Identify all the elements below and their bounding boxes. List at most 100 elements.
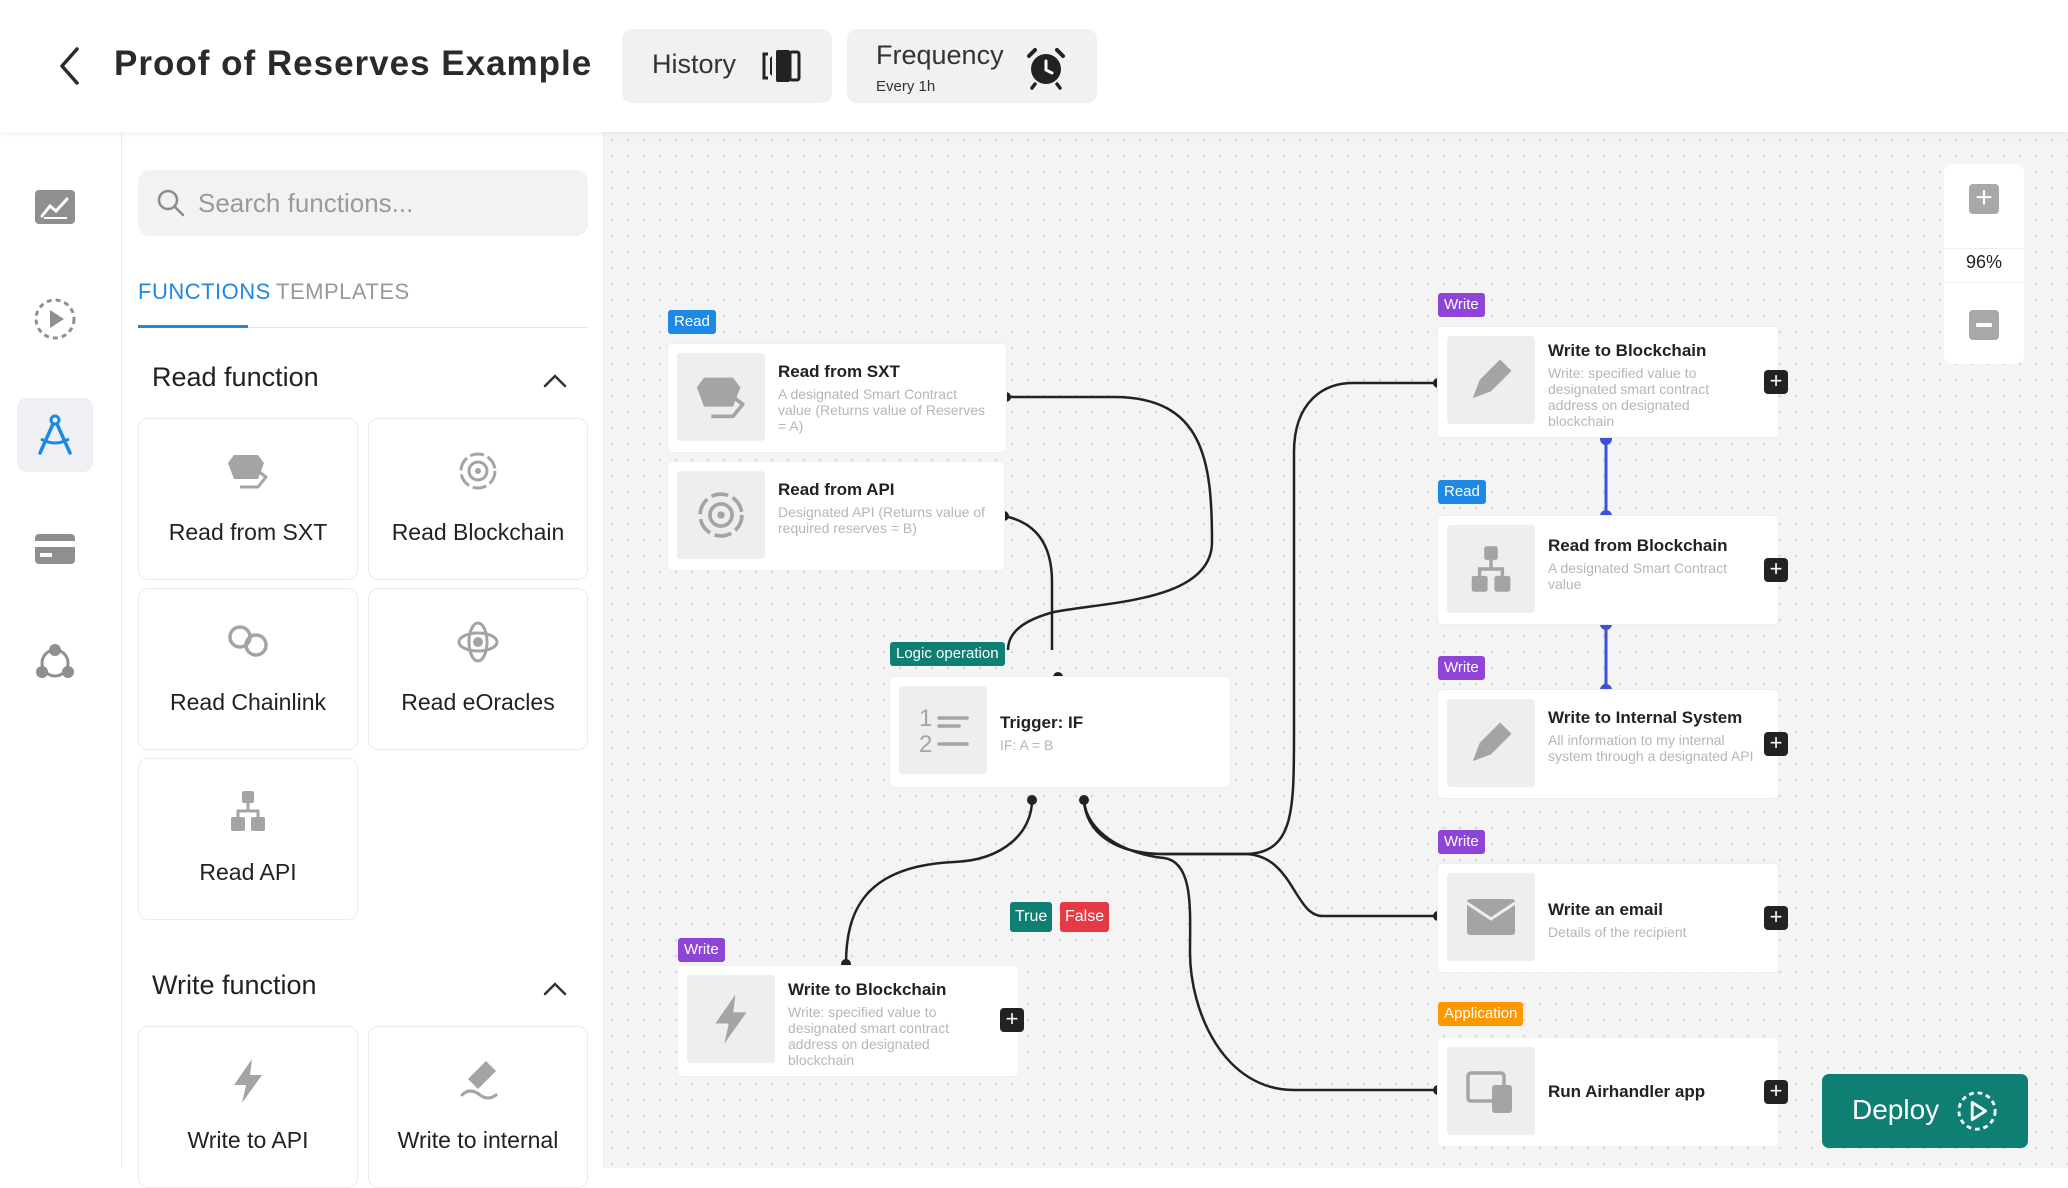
compass-icon <box>38 414 72 455</box>
node-description: Write: specified value to designated sma… <box>1548 365 1710 429</box>
card-icon <box>35 534 75 564</box>
tag-read: Read <box>668 310 716 334</box>
zoom-level: 96% <box>1965 252 2003 272</box>
section-title-write: Write function <box>152 970 317 1000</box>
node-write-internal-system[interactable]: Write to Internal System All information… <box>1438 690 1778 798</box>
false-branch-tag[interactable]: False <box>1060 902 1110 932</box>
sxt-icon <box>696 377 745 419</box>
node-title: Write to Blockchain <box>1548 341 1707 360</box>
search-input[interactable] <box>198 170 578 236</box>
function-card-read-eoracles[interactable]: Read eOracles <box>368 588 588 750</box>
frequency-button[interactable]: Frequency Every 1h <box>847 29 1097 103</box>
page-title: Proof of Reserves Example <box>114 44 593 83</box>
zoom-in-button[interactable]: + <box>1969 183 1999 214</box>
tab-functions[interactable]: FUNCTIONS <box>138 272 270 328</box>
node-title: Trigger: IF <box>1000 713 1084 732</box>
deploy-button[interactable]: Deploy <box>1822 1074 2028 1148</box>
node-read-api[interactable]: Read from API Designated API (Returns va… <box>668 462 1004 570</box>
add-node-button[interactable]: + <box>1764 558 1788 582</box>
add-node-button[interactable]: + <box>1764 732 1788 756</box>
chevron-up-icon[interactable] <box>542 368 568 394</box>
top-header: Proof of Reserves Example History Freque… <box>0 0 2068 132</box>
rail-item-network[interactable] <box>17 626 93 700</box>
function-card-read-blockchain[interactable]: Read Blockchain <box>368 418 588 580</box>
svg-text:1: 1 <box>919 705 932 732</box>
chevron-left-icon <box>60 47 79 85</box>
wire-true-to-write <box>844 799 1034 965</box>
node-description: Write: specified value to designated sma… <box>788 1004 950 1068</box>
chain-link-icon <box>228 625 268 657</box>
frequency-value: Every 1h <box>876 78 936 95</box>
envelope-icon <box>1466 899 1516 935</box>
rail-item-builder[interactable] <box>17 398 93 472</box>
workflow-canvas[interactable]: Read Read from SXT A designated Smart Co… <box>604 132 2068 1168</box>
play-circle-icon <box>1957 1091 1997 1131</box>
deploy-label: Deploy <box>1852 1094 1940 1125</box>
function-card-read-sxt[interactable]: Read from SXT <box>138 418 358 580</box>
tag-write: Write <box>1438 656 1485 680</box>
left-rail <box>0 132 122 1168</box>
node-title: Read from SXT <box>778 362 900 381</box>
node-description: IF: A = B <box>1000 737 1054 753</box>
node-read-sxt[interactable]: Read from SXT A designated Smart Contrac… <box>668 344 1006 452</box>
node-run-airhandler-app[interactable]: Run Airhandler app <box>1438 1038 1778 1146</box>
tag-logic-operation: Logic operation <box>890 642 1005 666</box>
chart-icon <box>35 190 75 224</box>
add-node-button[interactable]: + <box>1764 1080 1788 1104</box>
sxt-icon <box>228 455 268 489</box>
history-label: History <box>652 49 737 79</box>
function-card-label: Read eOracles <box>401 689 555 715</box>
node-title: Run Airhandler app <box>1548 1082 1706 1101</box>
function-card-read-chainlink[interactable]: Read Chainlink <box>138 588 358 750</box>
node-title: Read from API <box>778 480 895 499</box>
node-description: A designated Smart Contract value <box>1548 560 1727 592</box>
node-read-blockchain[interactable]: Read from Blockchain A designated Smart … <box>1438 516 1778 624</box>
tag-write: Write <box>678 938 725 962</box>
tab-templates[interactable]: TEMPLATES <box>276 279 410 304</box>
wire-api-to-trigger <box>1003 514 1054 650</box>
node-write-email[interactable]: Write an email Details of the recipient <box>1438 864 1778 972</box>
rail-item-dashboard[interactable] <box>17 170 93 244</box>
function-card-write-internal[interactable]: Write to internal <box>368 1026 588 1188</box>
node-title: Write an email <box>1548 900 1663 919</box>
function-card-read-api[interactable]: Read API <box>138 758 358 920</box>
tag-write: Write <box>1438 293 1485 317</box>
node-description: Details of the recipient <box>1548 924 1687 940</box>
tag-application: Application <box>1438 1002 1524 1026</box>
function-card-label: Read API <box>199 859 297 885</box>
back-button[interactable] <box>50 44 90 88</box>
tag-write: Write <box>1438 830 1485 854</box>
function-sidebar: FUNCTIONS TEMPLATES Read function Read f… <box>122 132 604 1188</box>
node-title: Write to Internal System <box>1548 708 1743 727</box>
function-card-label: Read Chainlink <box>170 689 326 715</box>
search-box[interactable] <box>138 170 588 236</box>
true-branch-tag[interactable]: True <box>1010 902 1053 932</box>
add-node-button[interactable]: + <box>1764 370 1788 394</box>
node-write-blockchain-left[interactable]: Write to Blockchain Write: specified val… <box>678 966 1018 1076</box>
hierarchy-icon <box>1471 546 1511 592</box>
rail-item-billing[interactable] <box>17 512 93 586</box>
function-card-label: Read Blockchain <box>391 519 565 545</box>
add-node-button[interactable]: + <box>1764 906 1788 930</box>
wire-false-to-email <box>1082 799 1438 918</box>
add-node-button[interactable]: + <box>1000 1008 1024 1032</box>
numbered-list-icon: 12 <box>919 705 969 758</box>
rail-item-runs[interactable] <box>17 282 93 356</box>
svg-text:2: 2 <box>919 731 932 758</box>
wire-sxt-to-trigger <box>1005 395 1214 651</box>
node-title: Read from Blockchain <box>1548 536 1728 555</box>
lightning-icon <box>234 1059 262 1103</box>
devices-icon <box>1466 1071 1512 1113</box>
wire-false-to-app <box>1082 799 1438 1092</box>
node-write-blockchain-right[interactable]: Write to Blockchain Write: specified val… <box>1438 327 1778 437</box>
node-description: All information to my internal system th… <box>1548 732 1754 764</box>
function-card-write-api[interactable]: Write to API <box>138 1026 358 1188</box>
sidebar-tabs: FUNCTIONS TEMPLATES <box>138 272 588 328</box>
pen-icon <box>460 1061 498 1100</box>
chevron-up-icon[interactable] <box>542 976 568 1002</box>
history-icon <box>762 50 801 82</box>
search-icon <box>157 189 185 217</box>
zoom-out-button[interactable] <box>1969 310 1999 340</box>
history-button[interactable]: History <box>622 29 832 103</box>
